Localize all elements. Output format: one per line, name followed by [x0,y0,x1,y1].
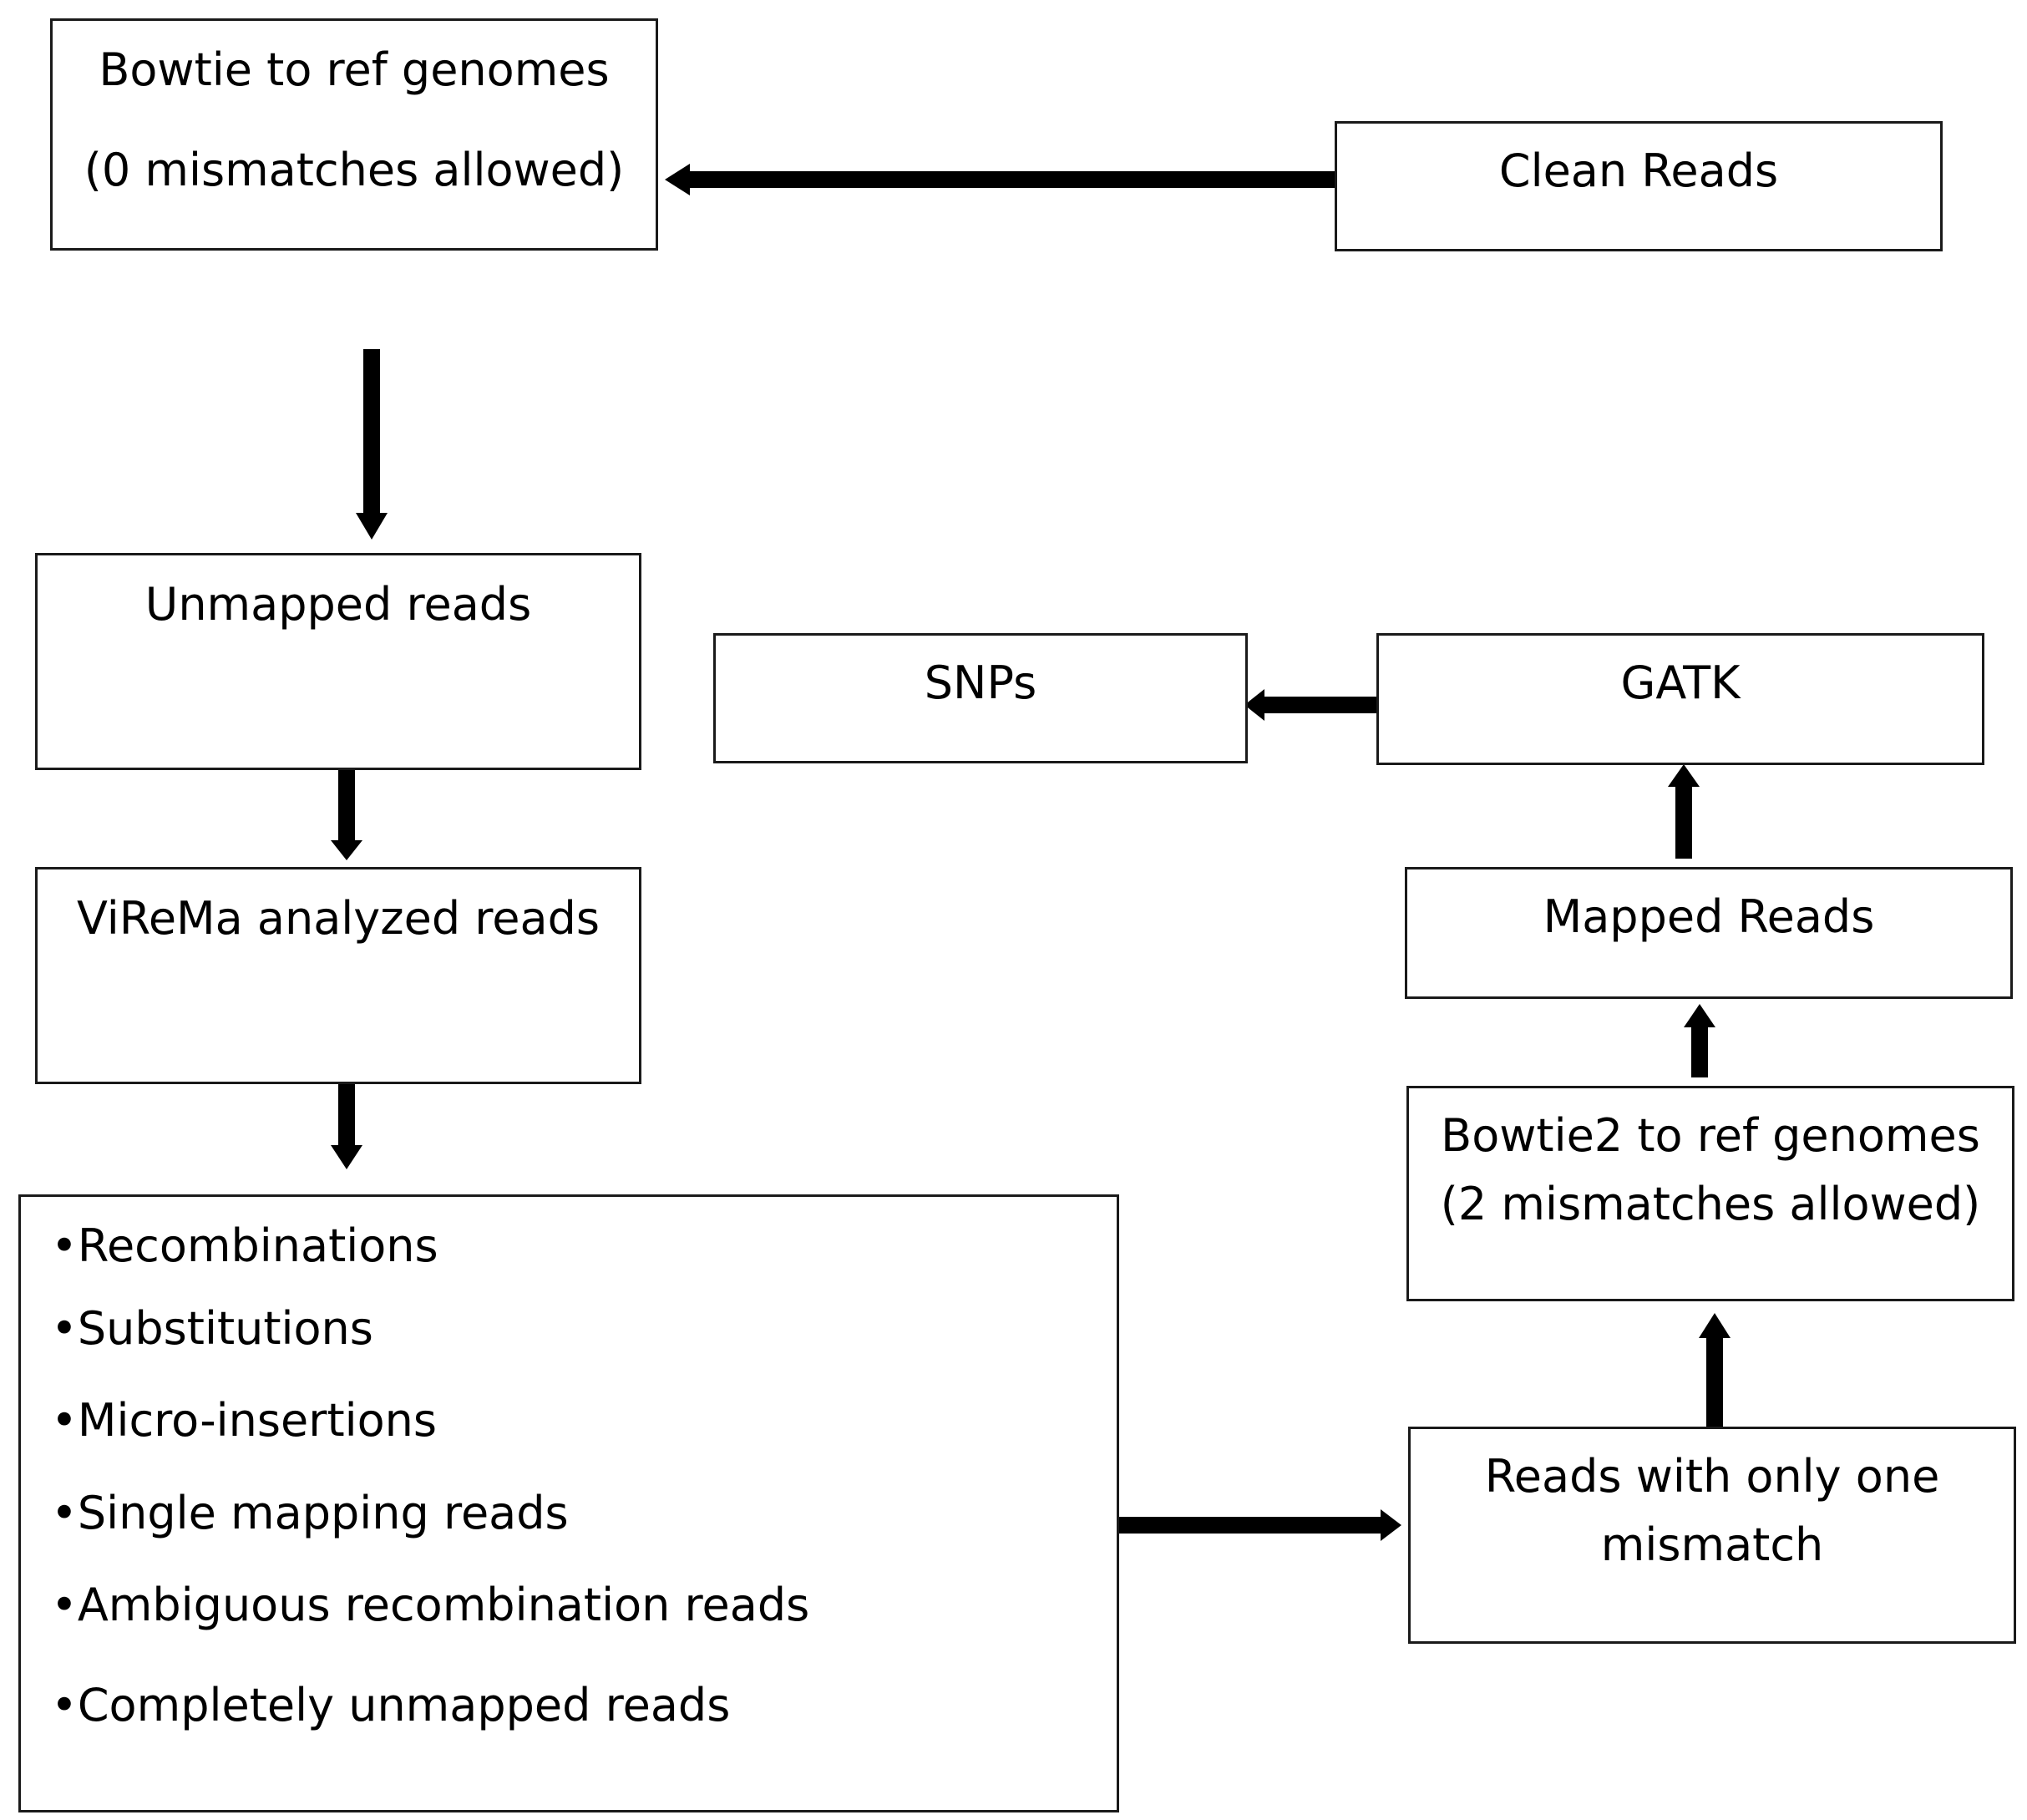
arrow-mapped-to-gatk-shaft [1675,785,1692,859]
outcomes-box: •Recombinations •Substitutions •Micro-in… [18,1194,1119,1812]
arrow-bowtie-to-unmapped-shaft [363,349,380,515]
outcome-recombinations: •Recombinations [51,1219,438,1272]
arrow-onemismatch-to-bowtie2-shaft [1706,1336,1723,1427]
gatk-label: GATK [1620,657,1741,709]
arrow-gatk-to-snps-shaft [1263,697,1378,713]
outcome-single-mapping-reads: •Single mapping reads [51,1487,569,1539]
arrow-virema-to-outcomes-shaft [338,1082,355,1147]
arrow-unmapped-to-virema-head [331,840,362,860]
bowtie2-box: Bowtie2 to ref genomes (2 mismatches all… [1406,1086,2014,1301]
arrow-mapped-to-gatk-head [1668,764,1700,787]
unmapped-reads-box: Unmapped reads [35,553,641,770]
one-mismatch-line1: Reads with only one [1484,1450,1940,1503]
arrow-virema-to-outcomes-head [331,1145,362,1169]
snps-box: SNPs [713,633,1248,763]
unmapped-reads-label: Unmapped reads [144,578,532,631]
bowtie-box-title: Bowtie to ref genomes [99,43,610,96]
clean-reads-label: Clean Reads [1498,144,1779,197]
arrow-bowtie-to-unmapped-head [356,513,388,540]
arrow-single-to-onemismatch-head [1381,1509,1401,1541]
snps-label: SNPs [924,657,1037,709]
mapped-reads-box: Mapped Reads [1405,867,2013,999]
bowtie2-box-title: Bowtie2 to ref genomes [1441,1109,1980,1162]
one-mismatch-line2: mismatch [1600,1518,1824,1571]
arrow-bowtie2-to-mapped-head [1684,1004,1715,1027]
outcome-substitutions: •Substitutions [51,1302,373,1355]
bowtie2-box-subtitle: (2 mismatches allowed) [1440,1178,1981,1230]
virema-label: ViReMa analyzed reads [76,892,600,945]
arrow-clean-to-bowtie-shaft [685,171,1335,188]
mapped-reads-label: Mapped Reads [1543,890,1875,943]
outcome-micro-insertions: •Micro-insertions [51,1394,438,1447]
arrow-clean-to-bowtie-head [665,164,690,195]
outcome-completely-unmapped-reads: •Completely unmapped reads [51,1679,731,1731]
virema-box: ViReMa analyzed reads [35,867,641,1084]
gatk-box: GATK [1376,633,1984,765]
arrow-unmapped-to-virema-shaft [338,768,355,842]
one-mismatch-box: Reads with only one mismatch [1408,1427,2016,1644]
outcome-ambiguous-recombination-reads: •Ambiguous recombination reads [51,1579,810,1631]
bowtie-box: Bowtie to ref genomes (0 mismatches allo… [50,18,658,251]
bowtie-box-subtitle: (0 mismatches allowed) [84,144,625,196]
arrow-bowtie2-to-mapped-shaft [1691,1026,1708,1077]
arrow-onemismatch-to-bowtie2-head [1699,1313,1731,1338]
clean-reads-box: Clean Reads [1335,121,1943,251]
